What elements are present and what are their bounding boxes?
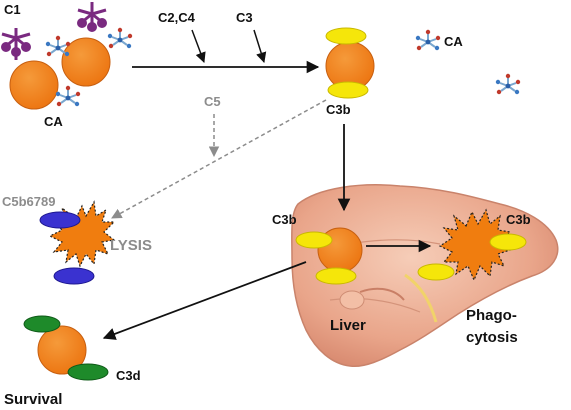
label-survival: Survival [4, 391, 62, 408]
lysed-cell [39, 200, 116, 285]
c5b6789-complex [39, 211, 81, 229]
phagocytosed-cell [417, 208, 527, 282]
label-lysis: LYSIS [110, 237, 152, 254]
antibody-1 [44, 34, 72, 58]
antibody-2 [106, 26, 134, 50]
arrow-to-survival [102, 261, 307, 340]
cell-right [61, 37, 111, 87]
label-c3d: C3d [116, 368, 141, 383]
label-c1: C1 [4, 2, 21, 17]
c3b-opsonized-cell-liver [295, 227, 363, 285]
c3b-fragment [489, 233, 527, 251]
arrow-to-lysis [111, 99, 327, 219]
label-c3b-liver-right: C3b [506, 212, 531, 227]
c1-molecule-left [1, 28, 31, 60]
c3b-fragment [327, 81, 369, 99]
c3b-opsonized-cell-top [325, 27, 375, 99]
arrow-c3 [253, 29, 267, 64]
c3b-fragment [315, 267, 357, 285]
label-phagocytosis-1: Phago- [466, 307, 517, 324]
label-phagocytosis-2: cytosis [466, 329, 518, 346]
label-c3: C3 [236, 10, 253, 25]
c3d-fragment [23, 315, 61, 333]
c1-antibody-complex [1, 2, 134, 110]
label-c2c4: C2,C4 [158, 10, 196, 25]
label-ca-right: CA [444, 34, 463, 49]
label-c5: C5 [204, 94, 221, 109]
label-ca-left: CA [44, 114, 63, 129]
label-liver: Liver [330, 317, 366, 334]
label-c3b-top: C3b [326, 102, 351, 117]
c3d-fragment [67, 363, 109, 381]
label-c3b-liver-left: C3b [272, 212, 297, 227]
label-c5b6789: C5b6789 [2, 194, 55, 209]
free-antibody-2 [494, 72, 522, 96]
free-antibody-1 [414, 28, 442, 52]
arrow-c2c4 [191, 29, 206, 63]
c1-molecule-right [77, 2, 107, 32]
c3b-fragment [325, 27, 367, 45]
cell-left [9, 60, 59, 110]
c3b-fragment [417, 263, 455, 281]
surviving-cell [23, 315, 109, 381]
antibody-3 [54, 84, 82, 108]
c3b-fragment [295, 231, 333, 249]
c5b6789-complex [53, 267, 95, 285]
